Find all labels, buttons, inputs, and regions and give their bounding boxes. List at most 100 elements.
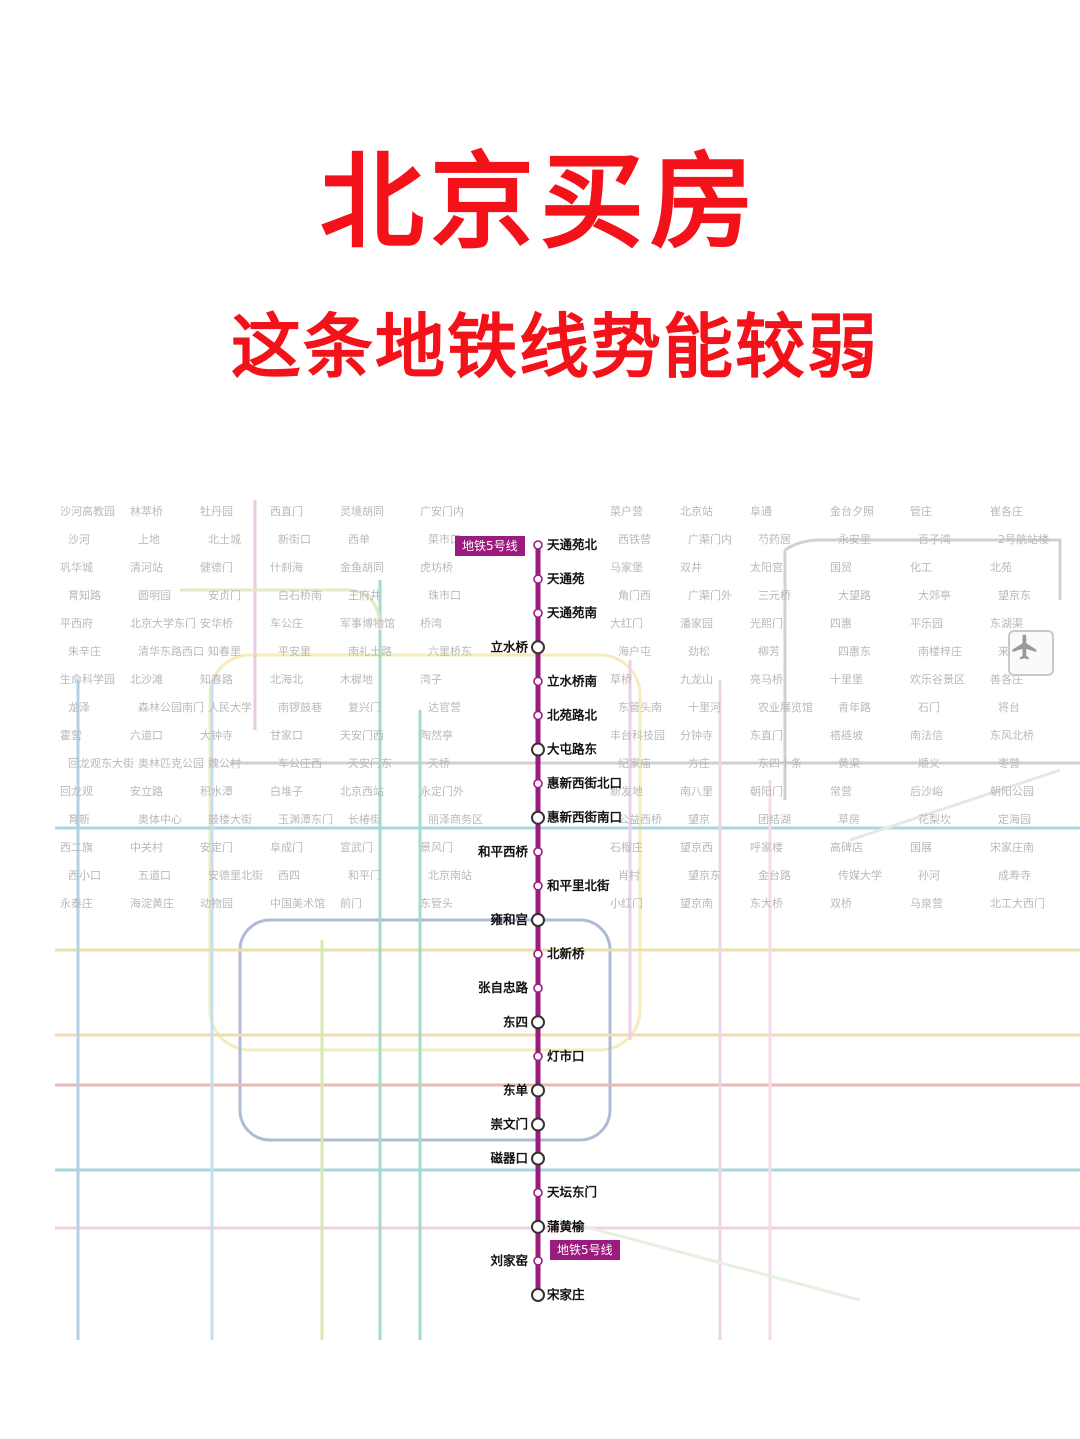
background-station-label: 鼓楼大街 xyxy=(208,812,252,826)
background-station-label: 十里堡 xyxy=(830,672,863,686)
station-marker[interactable] xyxy=(533,1187,543,1198)
background-station-label: 景风门 xyxy=(420,840,453,854)
background-station-label: 柳芳 xyxy=(758,644,780,658)
background-station-label: 中关村 xyxy=(130,840,163,854)
background-station-label: 望京东 xyxy=(998,588,1031,602)
background-station-label: 丽泽商务区 xyxy=(428,812,483,826)
background-station-label: 永安里 xyxy=(838,532,871,546)
background-station-label: 西直门 xyxy=(270,504,303,518)
background-station-label: 菜市口 xyxy=(428,532,461,546)
background-station-label: 广安门内 xyxy=(420,504,464,518)
background-station-label: 中国美术馆 xyxy=(270,896,325,910)
station-label: 北新桥 xyxy=(547,946,585,961)
station-marker[interactable] xyxy=(533,1256,543,1266)
background-station-label: 生命科学园 xyxy=(60,672,115,686)
subway-map: 沙河高教园沙河巩华城育知路平西府朱辛庄生命科学园龙泽霍营回龙观东大街回龙观育新西… xyxy=(0,480,1080,1340)
background-station-label: 北京站 xyxy=(680,504,713,518)
background-station-label: 孙河 xyxy=(918,869,940,882)
station-marker[interactable] xyxy=(531,640,545,655)
background-station-label: 知春路 xyxy=(200,672,233,686)
background-station-label: 西铁营 xyxy=(618,532,651,546)
background-station-label: 天安门东 xyxy=(348,756,392,770)
background-station-label: 六里桥东 xyxy=(428,645,472,658)
background-station-label: 小红门 xyxy=(610,896,643,910)
station-label: 北苑路北 xyxy=(547,707,598,722)
background-labels: 沙河高教园沙河巩华城育知路平西府朱辛庄生命科学园龙泽霍营回龙观东大街回龙观育新西… xyxy=(60,504,1049,910)
line-5-badge-bottom: 地铁5号线 xyxy=(550,1240,620,1260)
background-station-label: 五道口 xyxy=(138,868,171,882)
station-marker[interactable] xyxy=(531,810,545,825)
background-station-label: 东四十条 xyxy=(758,756,802,770)
background-station-label: 桥湾 xyxy=(420,616,442,630)
line-15-north xyxy=(783,538,1062,800)
station-marker[interactable] xyxy=(531,1219,545,1234)
station-marker[interactable] xyxy=(533,949,543,959)
station-label: 灯市口 xyxy=(547,1048,585,1063)
background-station-label: 菜户营 xyxy=(610,504,643,518)
station-marker[interactable] xyxy=(531,1015,545,1030)
background-station-label: 劲松 xyxy=(688,644,710,658)
airport-express xyxy=(849,768,1061,842)
station-label: 崇文门 xyxy=(490,1117,528,1132)
background-station-label: 呼家楼 xyxy=(750,840,783,854)
background-station-label: 朝阳门 xyxy=(750,784,783,798)
background-station-label: 西四 xyxy=(278,869,300,882)
yizhuang-line xyxy=(559,1218,861,1302)
background-station-label: 石榴庄 xyxy=(610,840,643,854)
line-2-ring xyxy=(238,918,612,1142)
background-station-label: 花梨坎 xyxy=(918,812,951,826)
station-marker[interactable] xyxy=(531,742,545,757)
background-station-label: 金台夕照 xyxy=(830,504,874,518)
background-station-label: 长椿街 xyxy=(348,812,381,826)
station-marker[interactable] xyxy=(533,710,543,721)
background-station-label: 四惠东 xyxy=(838,644,871,658)
station-marker[interactable] xyxy=(533,983,543,993)
background-station-label: 四惠 xyxy=(830,616,852,630)
station-marker[interactable] xyxy=(533,540,543,550)
station-label: 东四 xyxy=(503,1014,528,1029)
background-station-label: 黄渠 xyxy=(838,756,860,770)
background-station-label: 前门 xyxy=(340,896,362,910)
background-station-label: 定海园 xyxy=(998,812,1031,826)
station-marker[interactable] xyxy=(533,574,543,584)
station-label: 大屯路东 xyxy=(547,742,598,757)
background-station-label: 国贸 xyxy=(830,561,852,574)
background-station-label: 天桥 xyxy=(428,757,450,770)
background-lines xyxy=(55,500,1080,1340)
background-station-label: 马家堡 xyxy=(610,560,643,574)
background-station-label: 双桥 xyxy=(830,897,852,910)
station-label: 雍和宫 xyxy=(490,912,528,927)
station-label: 东单 xyxy=(503,1082,529,1097)
line-5: 天通苑北天通苑天通苑南立水桥立水桥南北苑路北大屯路东惠新西街北口惠新西街南口和平… xyxy=(477,537,622,1302)
station-marker[interactable] xyxy=(531,1083,545,1098)
background-station-label: 永定门外 xyxy=(420,784,464,798)
station-marker[interactable] xyxy=(531,913,545,927)
background-station-label: 沙河高教园 xyxy=(60,504,115,518)
line-10-ring xyxy=(208,653,642,1052)
station-marker[interactable] xyxy=(533,847,543,857)
station-label: 惠新西街北口 xyxy=(547,776,622,791)
background-station-label: 阜通 xyxy=(750,505,772,518)
station-marker[interactable] xyxy=(533,881,543,891)
background-station-label: 天安门西 xyxy=(340,728,384,742)
station-marker[interactable] xyxy=(533,608,543,618)
background-station-label: 平西府 xyxy=(60,616,93,630)
station-marker[interactable] xyxy=(533,1051,543,1062)
background-station-label: 上地 xyxy=(138,533,160,546)
background-station-label: 北土城 xyxy=(208,533,241,546)
station-marker[interactable] xyxy=(531,1288,545,1302)
background-station-label: 角门西 xyxy=(618,588,651,602)
background-station-label: 方庄 xyxy=(688,756,710,770)
page-subtitle: 这条地铁线势能较弱 xyxy=(231,306,879,388)
station-marker[interactable] xyxy=(533,778,543,789)
background-station-label: 东直门 xyxy=(750,728,783,742)
background-station-label: 南法信 xyxy=(910,728,943,742)
station-marker[interactable] xyxy=(531,1151,545,1166)
background-station-label: 西二旗 xyxy=(60,840,93,854)
background-station-label: 传媒大学 xyxy=(838,868,882,882)
station-marker[interactable] xyxy=(533,676,543,687)
background-station-label: 奥林匹克公园 xyxy=(138,756,204,770)
background-station-label: 东管头 xyxy=(420,896,453,910)
background-station-label: 广渠门外 xyxy=(688,588,732,602)
station-marker[interactable] xyxy=(531,1117,545,1132)
